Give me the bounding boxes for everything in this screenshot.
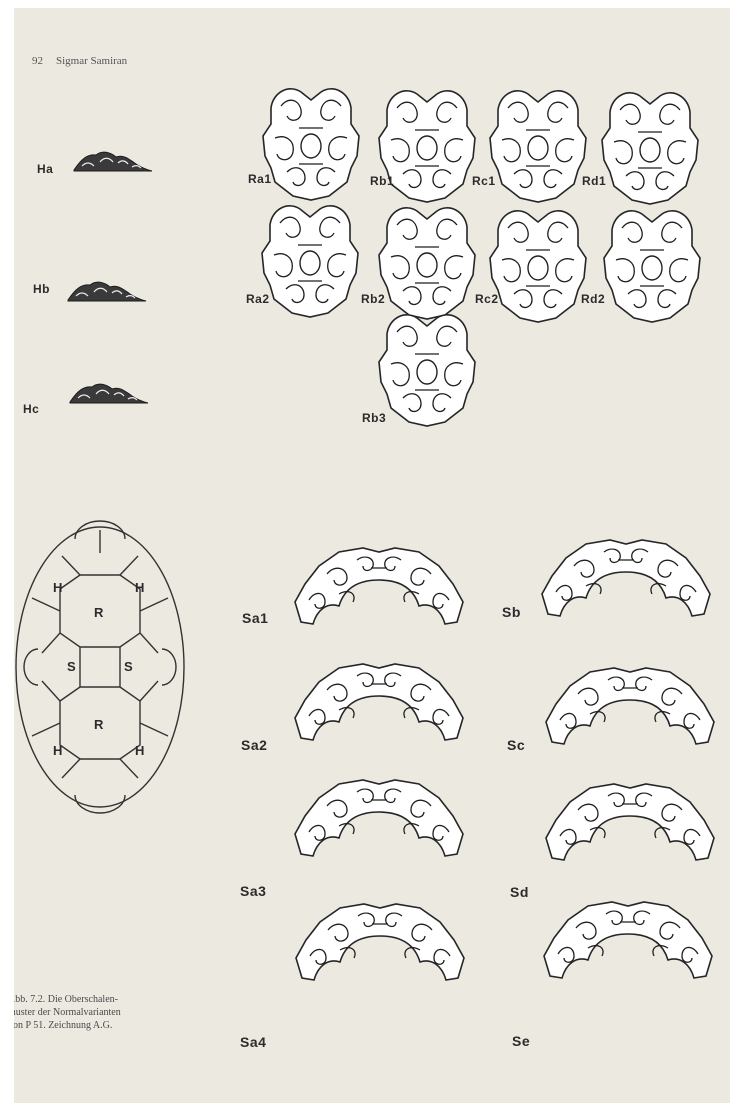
label-rd2: Rd2 [581, 292, 605, 306]
label-se: Se [512, 1033, 530, 1049]
diagram-label-r: R [94, 605, 104, 620]
diagram-label-h: H [135, 580, 145, 595]
label-hc: Hc [23, 402, 39, 416]
caption-line-3: von P 51. Zeichnung A.G. [14, 1019, 112, 1032]
label-rb1: Rb1 [370, 174, 394, 188]
label-rd1: Rd1 [582, 174, 606, 188]
caption-line-1: Abb. 7.2. Die Oberschalen- [14, 993, 118, 1006]
label-sb: Sb [502, 604, 521, 620]
label-sa3: Sa3 [240, 883, 266, 899]
label-sa1: Sa1 [242, 610, 268, 626]
label-rb2: Rb2 [361, 292, 385, 306]
diagram-label-h: H [53, 743, 63, 758]
label-ra1: Ra1 [248, 172, 272, 186]
diagram-label-s: S [124, 659, 133, 674]
label-rc2: Rc2 [475, 292, 499, 306]
diagram-label-h: H [135, 743, 145, 758]
document-page: 92 Sigmar Samiran [14, 8, 730, 1103]
label-sa2: Sa2 [241, 737, 267, 753]
label-hb: Hb [33, 282, 50, 296]
diagram-label-h: H [53, 580, 63, 595]
label-rb3: Rb3 [362, 411, 386, 425]
label-sa4: Sa4 [240, 1034, 266, 1050]
label-sc: Sc [507, 737, 525, 753]
diagram-label-r: R [94, 717, 104, 732]
label-ra2: Ra2 [246, 292, 270, 306]
label-sd: Sd [510, 884, 529, 900]
figure-artwork [14, 8, 730, 1103]
label-rc1: Rc1 [472, 174, 496, 188]
caption-line-2: muster der Normalvarianten [14, 1006, 121, 1019]
shell-diagram [16, 521, 184, 813]
label-ha: Ha [37, 162, 53, 176]
diagram-label-s: S [67, 659, 76, 674]
